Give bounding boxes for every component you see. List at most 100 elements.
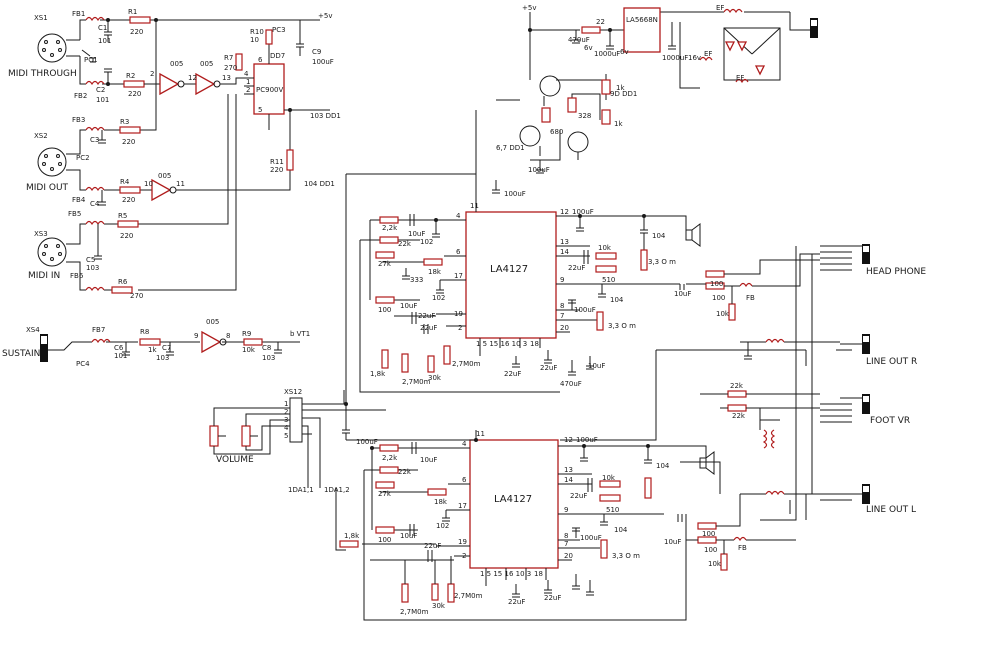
bot-22k-resistor [379,466,399,474]
bot-pin4: 4 [462,440,467,448]
lol-fb-inductor [733,536,747,542]
c100uf-vol-label: 100uF [356,438,378,446]
hp-100b-label: 100 [712,294,725,302]
c9-value: 100uF [312,58,334,66]
bot-104b-label: 104 [614,526,628,534]
bot-pin17: 17 [458,502,467,510]
pc900v-optocoupler [253,63,285,115]
r3-resistor [119,126,141,134]
r1-label: R1 [128,8,137,16]
r8-label: R8 [140,328,149,336]
la4127-top-ic [465,211,557,339]
c8-value: 103 [262,354,275,362]
top-pins-gnd: 1 5 15 16 10 3 [476,340,527,348]
r5-resistor [117,220,139,228]
bridge-diode-3 [754,65,766,76]
headphone-label: HEAD PHONE [866,267,926,277]
r7-value: 270 [224,64,237,72]
bot-3-3-resistor [644,477,652,499]
v6b-label: 6v [620,48,629,56]
top-pin20: 20 [560,324,569,332]
bot-3-3-label: 3,3 O m [612,552,640,560]
r3-label: R3 [120,118,129,126]
la4127-bottom-label: LA4127 [494,494,532,505]
r1-value: 220 [130,28,143,36]
headphone-jack-icon [862,244,870,264]
d005d-label: 005 [206,318,219,326]
fb3-inductor [85,126,105,132]
line-out-l-jack-icon [862,484,870,504]
c7-value: 103 [156,354,169,362]
top-10k-label: 10k [598,244,612,252]
top-1-8k-resistor [381,349,389,369]
pin-2-label: 2 [150,70,154,78]
dd104-label: 104 DD1 [304,180,335,188]
r22-value: 22 [596,18,605,26]
r1k-a-resistor [601,79,611,95]
bot-100-resistor [375,526,395,534]
volume-pot-a [209,425,219,447]
d005c-label: 005 [158,172,171,180]
c100uf-b-label: 100uF [504,190,526,198]
bot-pin14: 14 [564,476,573,484]
pc2-label: PC2 [76,154,90,162]
power-supply-section: +5v LA5668N 22 470uF 6v 1000uF 6v 1000uF… [475,4,818,200]
top-100uf-label: 100uF [572,208,594,216]
top-pin7: 7 [560,312,564,320]
fb7-label: FB7 [92,326,105,334]
c9-label: C9 [312,48,321,56]
bot-100uf-label: 100uF [576,436,598,444]
bot-3-3b-resistor [600,539,608,559]
top-104b-label: 104 [610,296,624,304]
ef1-inductor [723,8,743,14]
vt1-label: b VT1 [290,330,310,338]
hp-fb-inductor [739,282,753,288]
top-2-7m-b-label: 2,7M0m [452,360,481,368]
bot-pin8: 8 [564,532,568,540]
xs12-connector [289,397,303,443]
r6-value: 270 [130,292,143,300]
hp-100a-resistor [705,270,725,278]
c7-label: C7 [162,344,171,352]
pc4-label: PC4 [76,360,90,368]
bot-27k-label: 27k [378,490,392,498]
c2-label: C2 [96,86,105,94]
bot-2-7m-b-label: 2,7M0m [454,592,483,600]
fb5-label: FB5 [68,210,81,218]
top-1-8k-label: 1,8k [370,370,386,378]
la5668n-regulator [623,7,661,53]
r328-resistor [567,97,577,113]
ef3-inductor [735,78,749,84]
transistor-q1-icon [539,75,561,97]
fb6-inductor [85,286,105,292]
foot-22k-b-resistor [727,404,747,412]
bot-22uf-c-label: 22uF [508,598,525,606]
c5-value: 103 [86,264,99,272]
xs12-pin2: 2 [284,408,288,416]
top-pin9: 9 [560,276,564,284]
top-10uf-b-label: 10uF [400,302,417,310]
transistor-q2-icon [519,125,541,147]
c470uf-label: 470uF [568,36,590,44]
ef1-label: EF [716,4,724,12]
hp-10k-label: 10k [716,310,730,318]
bot-2-2k-resistor [379,444,399,452]
bot-22uf-label: 22uF [424,542,441,550]
top-2-7m-resistor [401,353,409,373]
bot-1-8k-label: 1,8k [344,532,360,540]
xs1-midi-through-connector: XS1 MIDI THROUGH [8,14,77,79]
xs12-pin5: 5 [284,432,288,440]
top-510-resistor [595,265,617,273]
junction-dots [106,18,650,450]
bot-pin11: 11 [476,430,485,438]
top-22k-resistor [379,236,399,244]
line-l-inductor [765,490,785,496]
hp-fb-label: FB [746,294,755,302]
pin-11-label: 11 [176,180,185,188]
lol-10k-resistor [720,553,728,571]
r6-label: R6 [118,278,128,286]
top-22uf-c-label: 22uF [568,264,585,272]
line-r-inductor [765,338,785,344]
dd-1da1-1-label: 1DA1,1 [288,486,314,494]
vcc-reg-label: +5v [522,4,536,12]
